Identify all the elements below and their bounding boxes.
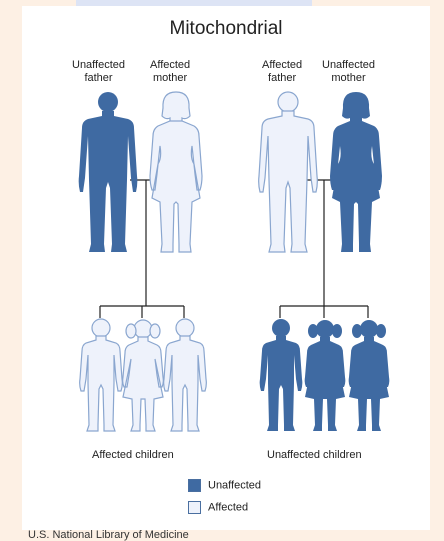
right-child-girl-2 <box>349 320 390 431</box>
left-children-caption: Affected children <box>92 449 174 461</box>
legend-unaffected-swatch <box>188 479 201 492</box>
left-child-boy-1 <box>80 319 123 431</box>
legend-unaffected: Unaffected <box>188 479 261 492</box>
right-child-boy <box>260 319 303 431</box>
right-mother-figure <box>330 92 382 252</box>
legend-unaffected-label: Unaffected <box>208 479 261 491</box>
left-mother-figure <box>150 92 202 252</box>
legend-affected: Affected <box>188 501 248 514</box>
right-children-caption: Unaffected children <box>267 449 362 461</box>
credit-text: U.S. National Library of Medicine <box>28 529 189 541</box>
left-father-figure <box>79 92 138 252</box>
right-father-figure <box>259 92 318 252</box>
legend-affected-label: Affected <box>208 501 248 513</box>
right-child-girl-1 <box>305 320 346 431</box>
pedigree-diagram <box>22 6 430 446</box>
left-child-girl <box>123 320 164 431</box>
legend-affected-swatch <box>188 501 201 514</box>
left-child-boy-2 <box>164 319 207 431</box>
